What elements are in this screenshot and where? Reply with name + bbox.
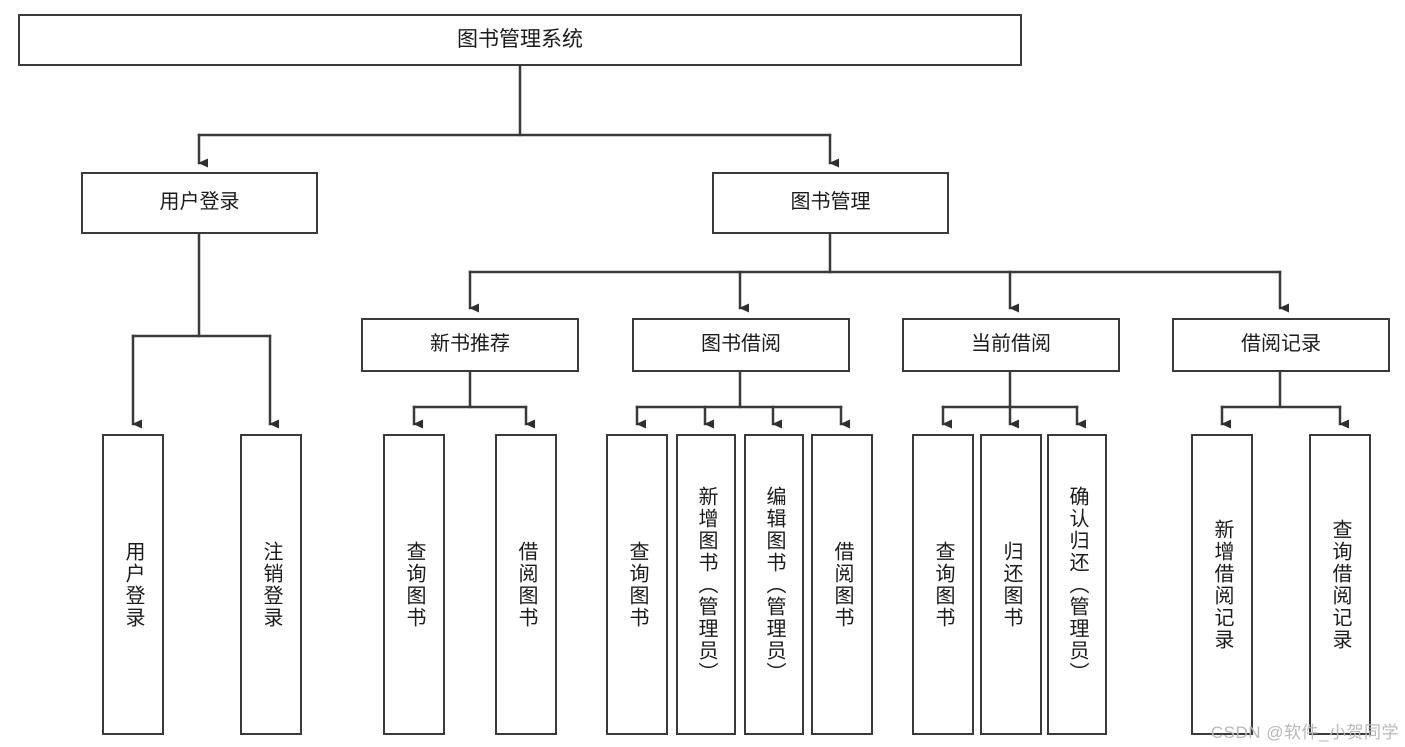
node-label: 查询图书	[626, 540, 648, 629]
node-label: 查询图书	[403, 540, 425, 629]
node-leaf-user-login[interactable]: 用户登录	[102, 434, 164, 735]
node-leaf-return-book[interactable]: 归还图书	[980, 434, 1042, 735]
node-leaf-add-book-admin[interactable]: 新增图书（管理员）	[676, 434, 736, 735]
node-label: 借阅记录	[1241, 333, 1321, 356]
node-label: 编辑图书（管理员）	[763, 485, 785, 684]
node-leaf-borrow-book[interactable]: 借阅图书	[811, 434, 873, 735]
node-current-borrow[interactable]: 当前借阅	[902, 318, 1120, 372]
node-label: 用户登录	[159, 191, 240, 214]
node-leaf-logout[interactable]: 注销登录	[240, 434, 302, 735]
node-leaf-query-borrow-record[interactable]: 查询借阅记录	[1309, 434, 1371, 735]
node-new-book-recommend[interactable]: 新书推荐	[361, 318, 579, 372]
node-label: 借阅图书	[831, 540, 853, 629]
node-borrow-record[interactable]: 借阅记录	[1172, 318, 1390, 372]
node-label: 注销登录	[260, 540, 282, 629]
node-label: 新书推荐	[430, 333, 510, 356]
node-label: 图书管理	[790, 191, 871, 214]
node-leaf-edit-book-admin[interactable]: 编辑图书（管理员）	[744, 434, 804, 735]
watermark: CSDN @软件_小贺同学	[1210, 723, 1399, 742]
node-label: 查询图书	[932, 540, 954, 629]
node-label: 确认归还（管理员）	[1066, 485, 1088, 684]
node-root-book-management-system[interactable]: 图书管理系统	[18, 14, 1022, 66]
node-leaf-add-borrow-record[interactable]: 新增借阅记录	[1191, 434, 1253, 735]
node-leaf-confirm-return-admin[interactable]: 确认归还（管理员）	[1047, 434, 1107, 735]
node-leaf-borrow-book-recommend[interactable]: 借阅图书	[495, 434, 557, 735]
node-book-borrow[interactable]: 图书借阅	[632, 318, 850, 372]
node-user-login[interactable]: 用户登录	[81, 172, 318, 234]
node-label: 归还图书	[1000, 540, 1022, 629]
node-label: 新增借阅记录	[1211, 518, 1233, 651]
node-leaf-query-book-borrow[interactable]: 查询图书	[606, 434, 668, 735]
node-label: 查询借阅记录	[1329, 518, 1351, 651]
node-label: 图书管理系统	[457, 27, 583, 51]
node-label: 借阅图书	[515, 540, 537, 629]
node-label: 新增图书（管理员）	[695, 485, 717, 684]
node-label: 当前借阅	[971, 333, 1051, 356]
node-label: 图书借阅	[701, 333, 781, 356]
node-leaf-query-book-recommend[interactable]: 查询图书	[383, 434, 445, 735]
node-book-management[interactable]: 图书管理	[712, 172, 949, 234]
node-leaf-query-book-current[interactable]: 查询图书	[912, 434, 974, 735]
node-label: 用户登录	[122, 540, 144, 629]
